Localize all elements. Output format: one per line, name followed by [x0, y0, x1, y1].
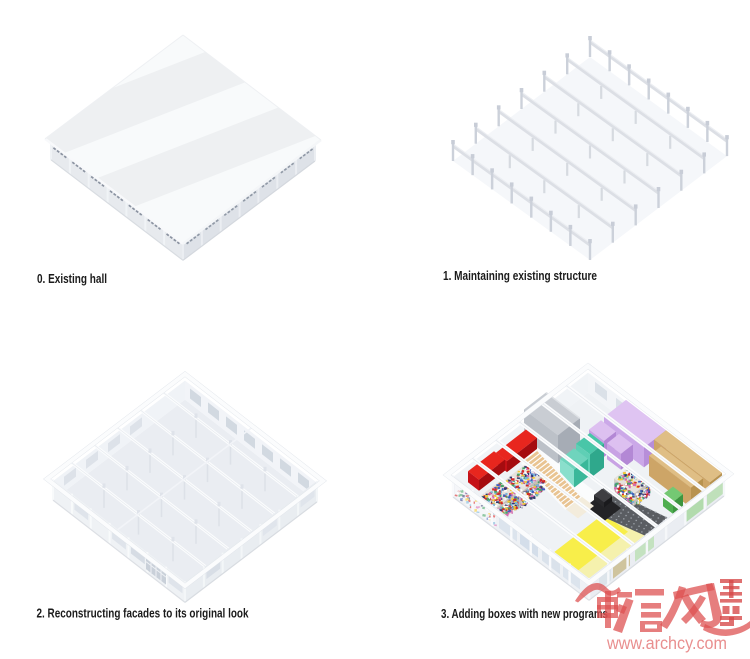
svg-text:0. Existing hall: 0. Existing hall	[37, 271, 107, 286]
svg-text:1. Maintaining existing struct: 1. Maintaining existing structure	[443, 268, 597, 283]
svg-text:2. Reconstructing facades to i: 2. Reconstructing facades to its origina…	[37, 606, 250, 621]
svg-text:3. Adding boxes with new progr: 3. Adding boxes with new programs	[441, 606, 608, 621]
svg-text:www.archcy.com: www.archcy.com	[606, 633, 727, 653]
